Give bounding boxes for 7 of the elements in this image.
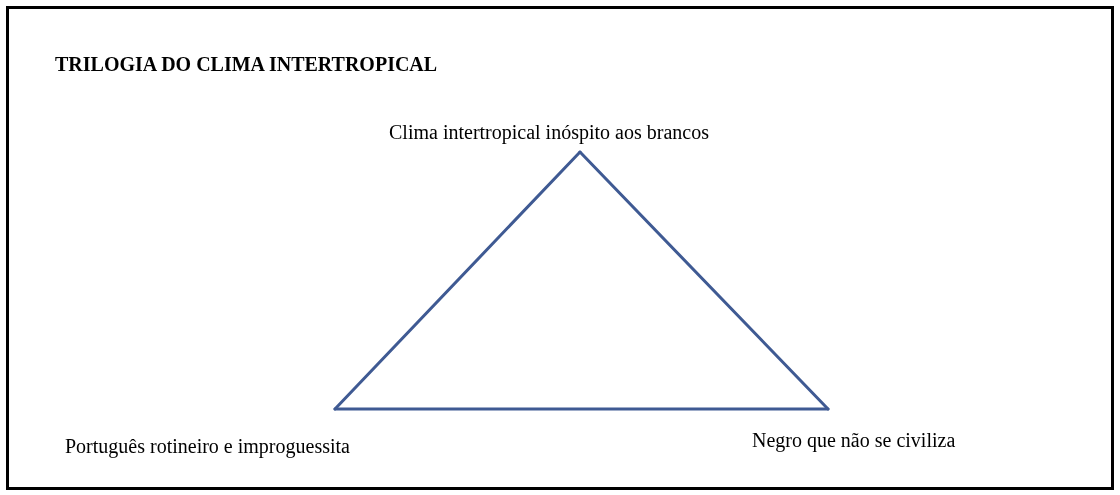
vertex-label: Clima intertropical inóspito aos brancos [389,120,709,144]
triangle-side [333,407,830,411]
diagram-title: TRILOGIA DO CLIMA INTERTROPICAL [55,53,438,76]
vertex-label: Português rotineiro e improguessita [65,434,350,458]
triangle-side [578,150,830,411]
triangle-side [333,150,582,411]
vertex-label: Negro que não se civiliza [752,428,956,452]
